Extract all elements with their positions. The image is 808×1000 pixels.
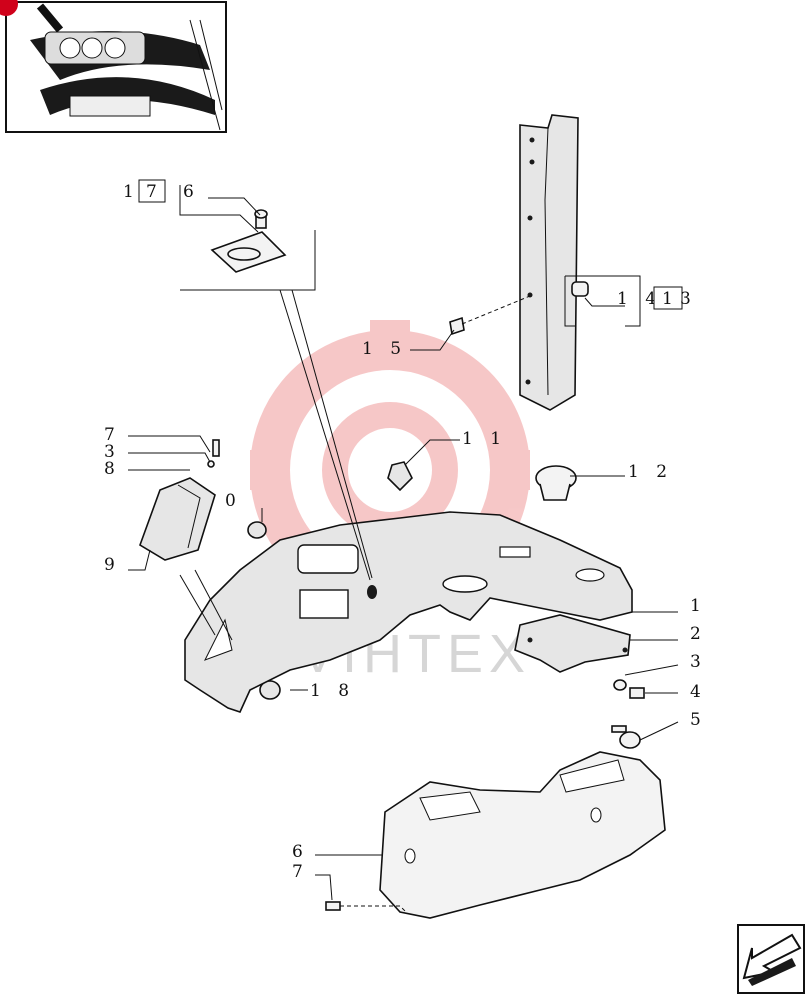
bush-part-18 <box>259 680 281 700</box>
label-box-top <box>138 179 166 203</box>
label-box-right <box>653 286 683 310</box>
label-3b: 3 <box>690 652 707 672</box>
side-bracket-part-2 <box>514 614 631 673</box>
screw-part-15 <box>449 295 531 336</box>
label-18: 1 8 <box>310 681 355 701</box>
vertical-bracket-part <box>519 114 579 411</box>
bolt-part-7 <box>207 439 220 468</box>
clip-part <box>571 281 589 297</box>
bush-part-11 <box>387 461 413 492</box>
bracket-part-9 <box>139 477 216 561</box>
label-box-top-text: 7 <box>146 182 157 202</box>
plug-part-12 <box>535 465 577 501</box>
label-14: 1 4 <box>617 289 662 309</box>
label-17: 1 <box>123 182 134 202</box>
callout-labels: 1 7 6 1 4 1 3 1 5 1 1 1 2 7 3 8 0 9 1 8 … <box>104 179 707 882</box>
label-16: 6 <box>183 182 194 202</box>
label-9: 9 <box>104 555 121 575</box>
label-2: 2 <box>690 624 707 644</box>
label-1: 1 <box>690 596 707 616</box>
label-3a: 3 <box>104 442 121 462</box>
bolt-part-4 <box>629 687 645 699</box>
label-4: 4 <box>690 682 707 702</box>
knob-part-5 <box>611 725 641 749</box>
label-15: 1 5 <box>362 339 407 359</box>
screw-part-7-lower <box>325 901 407 913</box>
label-7b: 7 <box>292 862 309 882</box>
thumbnail-icon[interactable] <box>0 0 227 133</box>
plate-part <box>210 209 287 273</box>
bush-part-10 <box>247 521 267 539</box>
label-11: 1 1 <box>462 429 507 449</box>
label-5: 5 <box>690 710 707 730</box>
label-8: 8 <box>104 459 121 479</box>
label-7a: 7 <box>104 425 121 445</box>
dashboard-frame-part <box>184 511 633 713</box>
washer-part-3 <box>613 679 627 691</box>
label-12: 1 2 <box>628 462 673 482</box>
label-box-right-text: 1 <box>662 289 673 309</box>
leader-lines <box>128 185 679 901</box>
console-cover-part-6 <box>379 751 666 919</box>
label-6: 6 <box>292 842 309 862</box>
label-13: 3 <box>680 289 691 309</box>
label-10: 0 <box>225 491 242 511</box>
arrow-down-left-icon[interactable] <box>737 924 805 994</box>
